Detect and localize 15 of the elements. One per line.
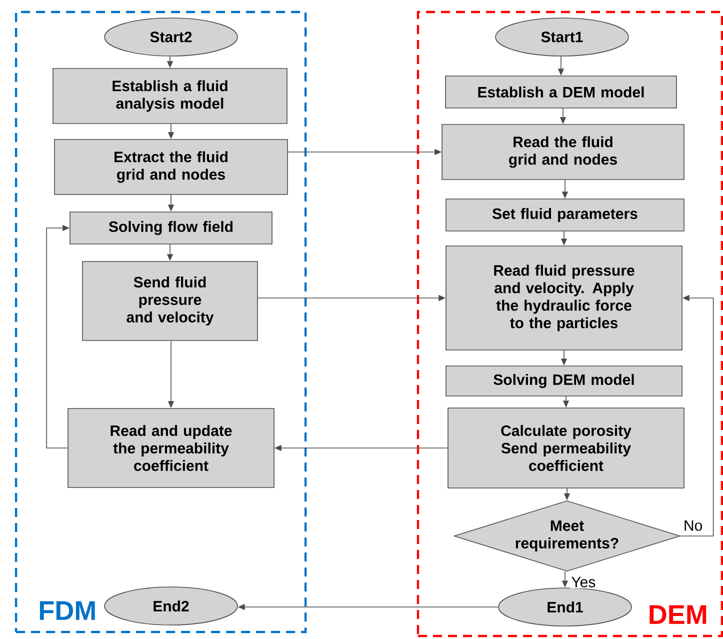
process-box: Establish a DEM model — [445, 76, 677, 108]
frame-title: DEM — [650, 605, 706, 624]
process-box: Calculate porosity Send permeability coefficient — [448, 408, 684, 488]
process-box: Read the fluid grid and nodes — [442, 124, 684, 180]
process-box: Read and update the permeability coefficient — [68, 408, 274, 488]
process-box: Send fluid pressure and velocity — [82, 261, 258, 341]
process-box: Read fluid pressure and velocity. Apply the hydraulic force to the particles — [446, 246, 682, 350]
edge-label: Yes — [570, 576, 597, 588]
process-box: Set fluid parameters — [446, 198, 684, 232]
frame-title: FDM — [40, 601, 95, 620]
process-box: Establish a fluid analysis model — [52, 68, 288, 124]
process-box: Solving flow field — [70, 212, 272, 244]
process-box: Extract the fluid grid and nodes — [54, 139, 288, 195]
process-box: Solving DEM model — [446, 366, 682, 396]
edge-label: No — [682, 519, 704, 532]
